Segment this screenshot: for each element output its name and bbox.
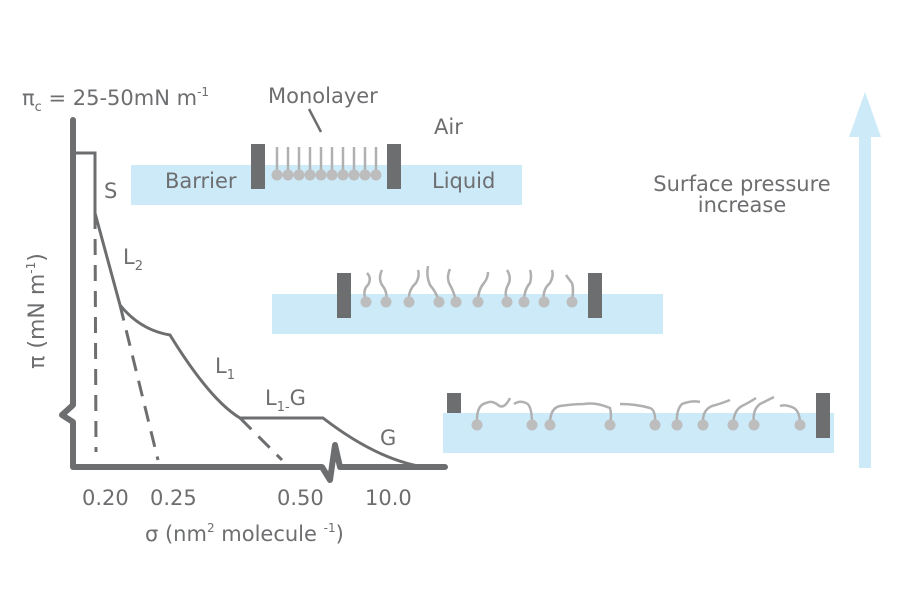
dashed-line-l2 [118, 304, 160, 461]
arrow-label-line1: Surface pressure [653, 172, 831, 196]
y-axis [59, 117, 448, 483]
phase-label-l1: L1 [215, 354, 235, 383]
phase-label-l2: L2 [123, 245, 143, 274]
barrier-label: Barrier [165, 169, 237, 193]
phase-label-s: S [104, 181, 117, 202]
arrow-label: Surface pressure increase [644, 174, 840, 216]
monolayer-pointer [307, 108, 323, 133]
phase-l1-sub: 1 [226, 368, 235, 383]
x-axis-label: σ (nm2 molecule -1) [145, 521, 344, 546]
phase-l2-text: L [123, 245, 135, 269]
barrier-right-1 [387, 144, 401, 189]
arrow-label-line2: increase [697, 193, 787, 217]
phase-s-text: S [104, 179, 118, 203]
monolayer-molecules-2 [363, 265, 575, 302]
dashed-line-l1 [238, 416, 284, 462]
monolayer-heads-3 [471, 419, 806, 431]
monolayer-label: Monolayer [268, 84, 378, 108]
barrier-right-2 [588, 273, 602, 318]
x-axis-sup2: -1 [323, 521, 336, 535]
pi-subscript: c [34, 100, 42, 115]
pressure-increase-arrow [849, 92, 881, 468]
pi-symbol: π [22, 86, 35, 110]
critical-pressure-label: πc = 25-50mN m-1 [22, 85, 210, 114]
monolayer-heads-2 [360, 296, 578, 308]
x-tick-025: 0.25 [150, 486, 197, 510]
monolayer-molecules-1 [271, 147, 382, 181]
barrier-left-3 [447, 393, 461, 413]
phase-g-text: G [380, 426, 397, 450]
air-label: Air [434, 115, 463, 139]
monolayer-molecules-3 [475, 395, 802, 425]
x-axis-sup1: 2 [206, 521, 215, 535]
liquid-subphase-3 [443, 413, 834, 453]
solid-phase-line [73, 151, 97, 213]
liquid-subphase-2 [272, 294, 663, 334]
dashed-line-s [93, 212, 98, 453]
pressure-range: = 25-50mN m [41, 86, 198, 110]
phase-l1g-suffix: G [289, 386, 306, 410]
y-axis-close: ) [24, 253, 50, 262]
x-tick-050: 0.50 [277, 486, 324, 510]
phase-l2-sub: 2 [134, 259, 143, 274]
isotherm-curve [93, 212, 431, 470]
x-tick-100: 10.0 [365, 486, 412, 510]
phase-label-g: G [380, 428, 396, 449]
liquid-subphase-1 [131, 165, 522, 205]
y-axis-sup: -1 [23, 261, 38, 274]
phase-l1-text: L [215, 354, 227, 378]
phase-l1g-text: L [265, 386, 277, 410]
x-axis-mid: molecule [214, 522, 324, 546]
barrier-left-2 [337, 273, 351, 318]
x-axis-text: σ (nm [145, 522, 207, 546]
barrier-right-3 [816, 393, 830, 438]
y-axis-label: π (mN m-1) [23, 253, 50, 369]
barrier-left-1 [251, 144, 265, 189]
x-axis-close: ) [335, 522, 344, 546]
unit-superscript: -1 [197, 85, 210, 99]
y-axis-text: π (mN m [24, 273, 50, 369]
phase-l1g-sub: 1- [276, 400, 290, 415]
phase-label-l1g: L1-G [265, 386, 306, 415]
x-tick-020: 0.20 [82, 486, 129, 510]
liquid-label: Liquid [432, 169, 496, 193]
